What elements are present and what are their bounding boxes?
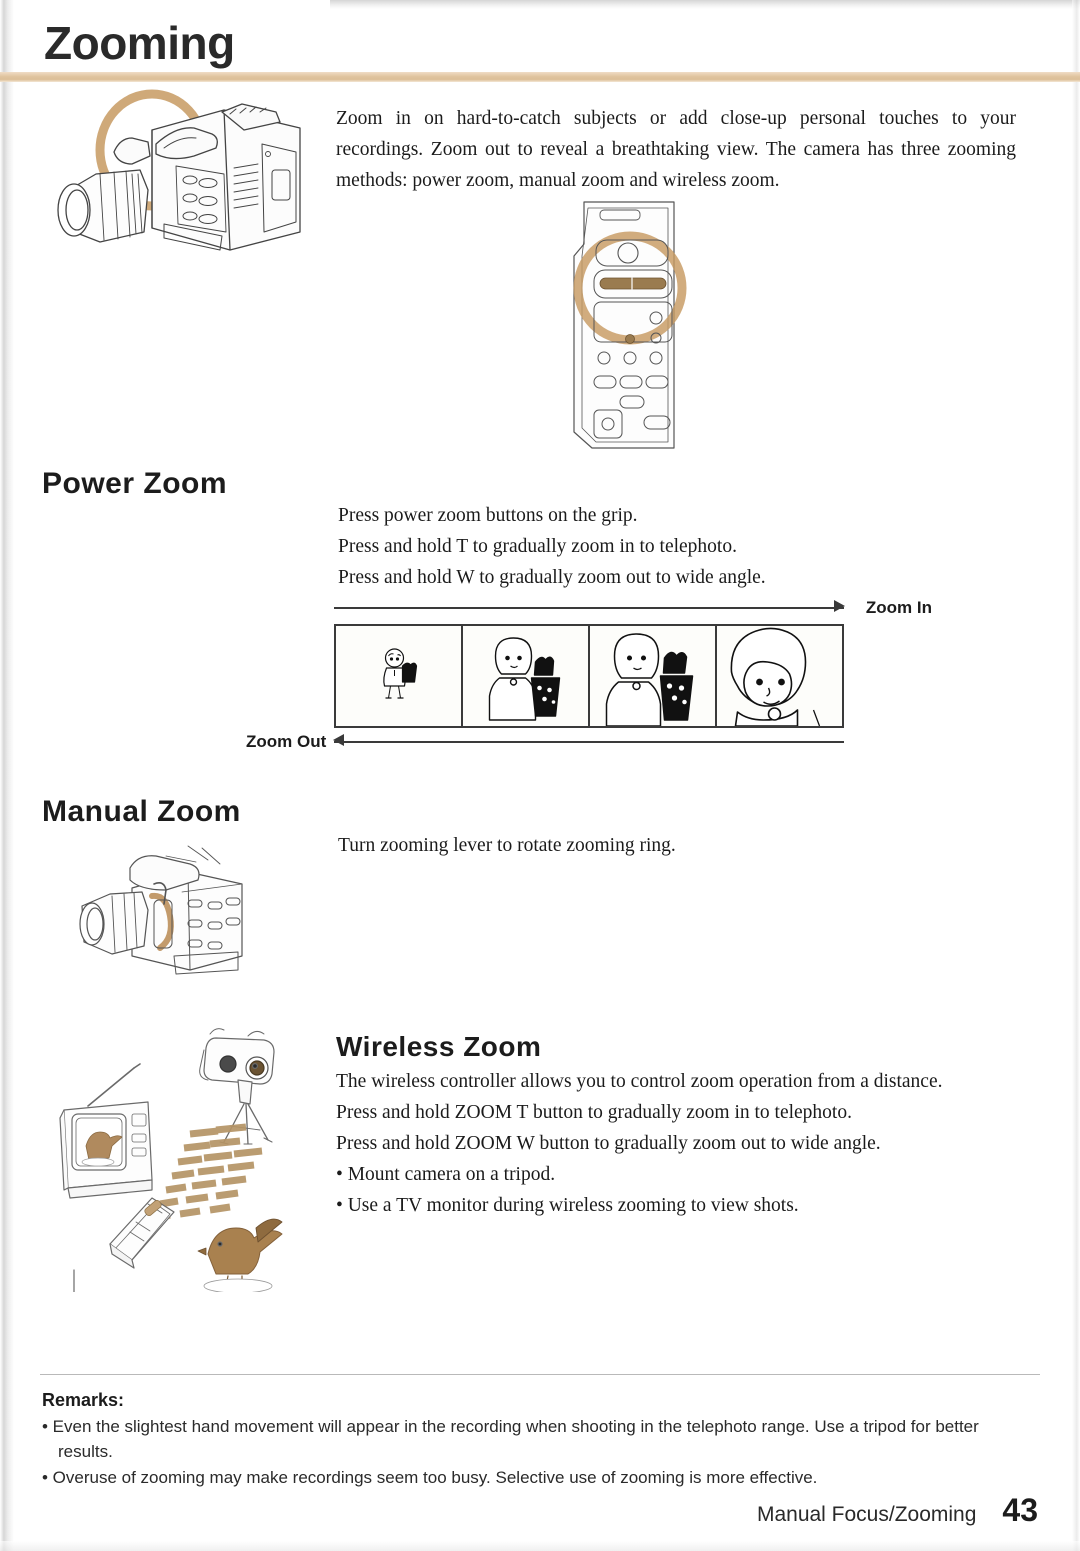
zoom-out-arrowhead-icon (333, 734, 344, 746)
zoom-in-arrow-line (334, 607, 844, 609)
power-zoom-line-3: Press and hold W to gradually zoom out t… (338, 567, 766, 588)
zoom-out-arrow-row: Zoom Out (246, 730, 844, 756)
title-accent-rule (0, 72, 1080, 82)
zoom-frame-strip (334, 624, 844, 728)
remote-control-illustration (552, 196, 702, 468)
scan-artifact-top (330, 0, 1080, 9)
wireless-zoom-line-1: The wireless controller allows you to co… (336, 1071, 943, 1092)
wireless-zoom-line-2: Press and hold ZOOM T button to graduall… (336, 1102, 852, 1123)
zoom-in-arrow-row: Zoom In (334, 596, 932, 622)
footer-page-number: 43 (1002, 1492, 1038, 1528)
remarks-list: • Even the slightest hand movement will … (42, 1414, 1032, 1491)
zoom-sequence-diagram: Zoom In (246, 596, 932, 756)
manual-zoom-line-1: Turn zooming lever to rotate zooming rin… (338, 835, 676, 856)
scan-artifact-bottom (0, 1541, 1080, 1551)
zoom-frame-4 (717, 626, 842, 726)
zoom-out-arrow-line (334, 741, 844, 743)
power-zoom-text: Press power zoom buttons on the grip. Pr… (338, 500, 958, 593)
wireless-zoom-scene-illustration (52, 1022, 322, 1292)
zoom-out-label: Zoom Out (246, 732, 327, 751)
power-zoom-line-1: Press power zoom buttons on the grip. (338, 505, 638, 526)
camcorder-manual-zoom-illustration (70, 840, 300, 995)
scan-artifact-right (1072, 0, 1080, 1551)
page-footer: Manual Focus/Zooming 43 (757, 1492, 1038, 1529)
heading-wireless-zoom: Wireless Zoom (336, 1031, 542, 1062)
zoom-in-label: Zoom In (865, 598, 932, 617)
zoom-frame-3 (590, 626, 717, 726)
page-title: Zooming (44, 17, 235, 69)
heading-power-zoom: Power Zoom (42, 467, 228, 500)
wireless-zoom-bullet-1: • Mount camera on a tripod. (336, 1164, 556, 1185)
remarks-item: • Even the slightest hand movement will … (42, 1417, 979, 1461)
zoom-in-arrowhead-icon (834, 600, 845, 612)
manual-zoom-text: Turn zooming lever to rotate zooming rin… (338, 830, 958, 861)
remarks-heading: Remarks: (42, 1390, 125, 1410)
camcorder-illustration (44, 82, 319, 277)
wireless-zoom-line-3: Press and hold ZOOM W button to graduall… (336, 1133, 881, 1154)
zoom-frame-2 (463, 626, 590, 726)
wireless-zoom-bullet-2: • Use a TV monitor during wireless zoomi… (336, 1195, 799, 1216)
footer-section-label: Manual Focus/Zooming (756, 1503, 977, 1526)
remarks-item: • Overuse of zooming may make recordings… (42, 1468, 818, 1487)
wireless-zoom-text: The wireless controller allows you to co… (336, 1066, 996, 1221)
zoom-frame-1 (336, 626, 463, 726)
remarks-divider (40, 1374, 1040, 1375)
power-zoom-line-2: Press and hold T to gradually zoom in to… (338, 536, 737, 557)
scan-artifact-left (0, 0, 14, 1551)
intro-paragraph: Zoom in on hard-to-catch subjects or add… (336, 108, 1016, 191)
heading-manual-zoom: Manual Zoom (42, 795, 241, 828)
